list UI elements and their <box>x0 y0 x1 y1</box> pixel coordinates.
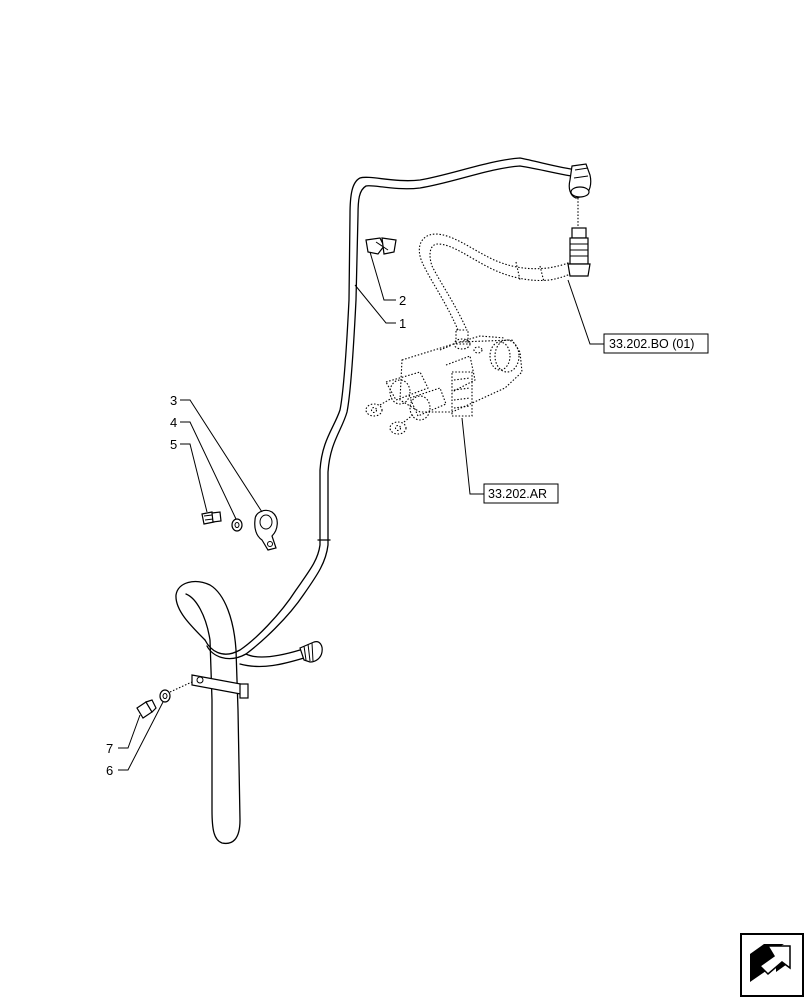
assembly-line <box>169 681 193 693</box>
washer-item-6 <box>159 689 171 703</box>
bolt-item-7 <box>136 699 157 719</box>
next-page-arrow-icon[interactable] <box>740 933 804 997</box>
callout-5: 5 <box>170 437 177 452</box>
callout-2: 2 <box>399 293 406 308</box>
hydraulic-pipe <box>175 157 586 845</box>
hose-phantom <box>418 233 571 331</box>
coupler <box>567 227 591 277</box>
callout-1: 1 <box>399 316 406 331</box>
leader-lines <box>118 251 604 771</box>
hose-clip <box>365 237 397 255</box>
control-valve <box>365 329 523 435</box>
callout-3: 3 <box>170 393 177 408</box>
ref-bo-label: 33.202.BO (01) <box>609 337 694 351</box>
ref-box-bo[interactable]: 33.202.BO (01) <box>603 333 709 354</box>
callout-4: 4 <box>170 415 177 430</box>
ref-box-ar[interactable]: 33.202.AR <box>483 483 559 504</box>
callout-6: 6 <box>106 763 113 778</box>
bolt-item-5 <box>201 511 222 525</box>
p-clip-item-3 <box>254 509 278 551</box>
pipe-clamp <box>191 674 249 699</box>
washer-item-4 <box>231 518 243 532</box>
elbow-fitting <box>568 163 592 228</box>
ref-ar-label: 33.202.AR <box>488 487 547 501</box>
callout-7: 7 <box>106 741 113 756</box>
